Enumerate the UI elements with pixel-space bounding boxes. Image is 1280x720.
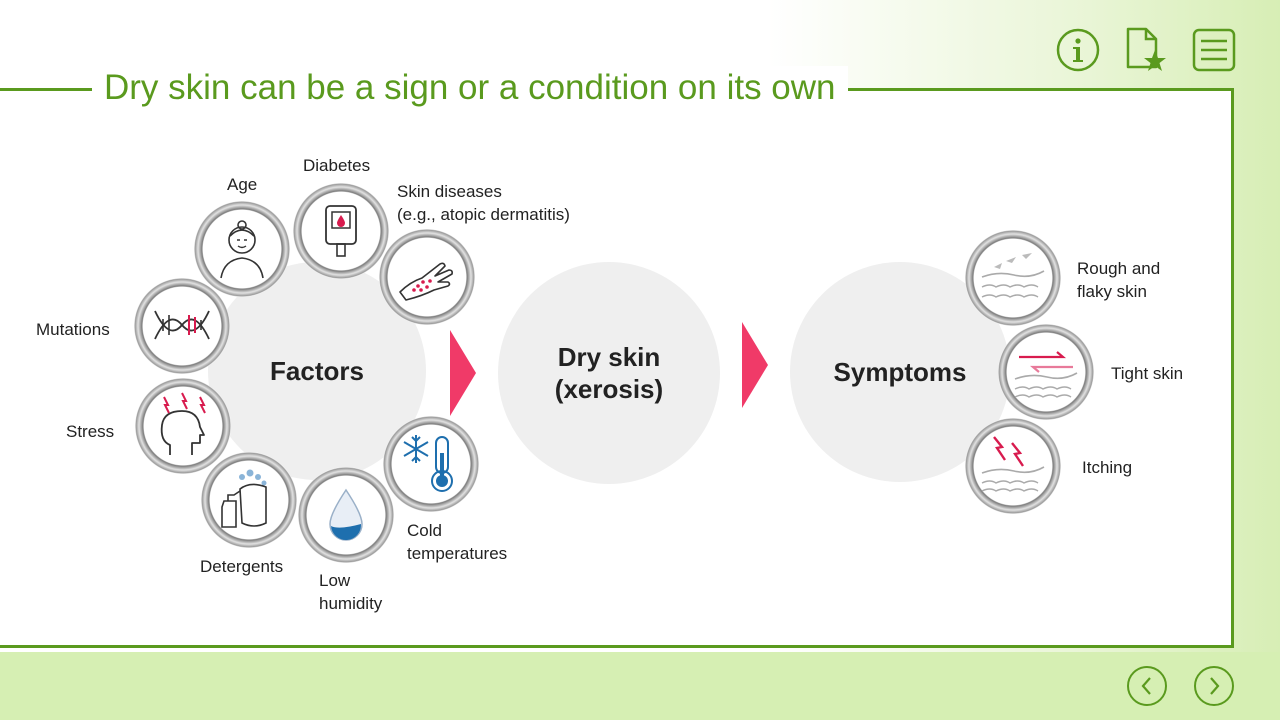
page-title: Dry skin can be a sign or a condition on…: [92, 66, 848, 110]
dry-skin-hub: Dry skin (xerosis): [498, 262, 720, 484]
symptom-label-tight-skin: Tight skin: [1111, 364, 1184, 383]
water-drop-icon: [298, 467, 394, 563]
center-label-line2: (xerosis): [554, 374, 664, 404]
factor-label-skin-diseases: Skin diseases (e.g., atopic dermatitis): [397, 182, 570, 224]
factor-label-low-humidity: Low humidity: [319, 571, 383, 613]
detergent-bottles-icon: [201, 452, 297, 548]
stressed-head-icon: [135, 378, 231, 474]
rash-hand-icon: [379, 229, 475, 325]
symptom-label-itching: Itching: [1082, 458, 1133, 477]
tight-skin-icon: [998, 324, 1094, 420]
chevron-right-icon: [1210, 677, 1220, 695]
document-star-icon[interactable]: [1124, 26, 1168, 71]
center-label-line1: Dry skin: [557, 342, 661, 372]
factor-label-detergents: Detergents: [200, 557, 284, 576]
footer-band: [0, 652, 1280, 720]
factor-label-mutations: Mutations: [36, 320, 110, 339]
symptom-label-rough-flaky: Rough and flaky skin: [1077, 259, 1161, 301]
factor-label-stress: Stress: [66, 422, 115, 441]
elderly-person-icon: [194, 201, 290, 297]
factor-label-cold-temperatures: Cold temperatures: [407, 521, 508, 563]
factor-label-diabetes: Diabetes: [303, 156, 371, 175]
previous-button[interactable]: [1127, 666, 1167, 706]
snowflake-thermometer-icon: [383, 416, 479, 512]
arrow-right-icon: [742, 322, 768, 408]
chevron-left-icon: [1141, 677, 1151, 695]
next-button[interactable]: [1194, 666, 1234, 706]
factor-label-age: Age: [227, 175, 258, 194]
symptoms-label: Symptoms: [833, 356, 967, 387]
info-icon[interactable]: [1056, 28, 1100, 72]
menu-list-icon[interactable]: [1192, 28, 1236, 72]
itching-skin-icon: [965, 418, 1061, 514]
arrow-right-icon: [450, 330, 476, 416]
dna-icon: [134, 278, 230, 374]
glucose-meter-icon: [293, 183, 389, 279]
flaky-skin-icon: [965, 230, 1061, 326]
factors-label: Factors: [270, 355, 364, 386]
